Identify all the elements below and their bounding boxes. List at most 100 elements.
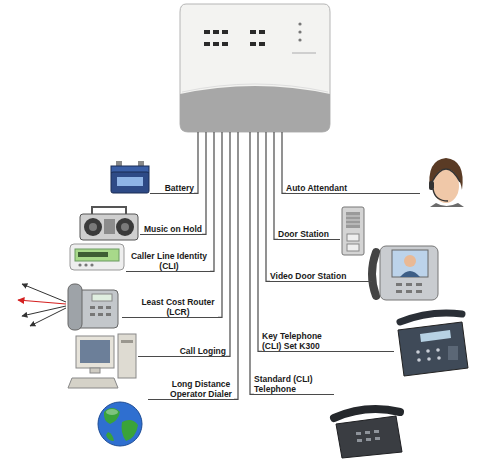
operator-face	[433, 169, 459, 203]
connector-wire	[202, 132, 206, 234]
device-node: Door Station	[278, 205, 368, 257]
standard-phone-key	[357, 439, 362, 442]
radio-cassette	[104, 219, 115, 234]
connector-wire	[210, 132, 214, 271]
pbx-led	[222, 42, 228, 46]
device-node: Caller Line Identity (CLI)	[68, 238, 210, 274]
device-label: Auto Attendant	[286, 183, 420, 194]
device-node: Video Door Station	[270, 240, 442, 304]
standard-phone-key	[365, 431, 370, 434]
video-phone-key	[396, 283, 402, 286]
door-station-illustration	[342, 207, 364, 255]
connector-wire	[274, 132, 278, 239]
video-phone-key	[406, 283, 412, 286]
cli-button	[78, 263, 81, 266]
battery-sticker	[117, 177, 143, 186]
pbx-trim	[292, 52, 316, 54]
door-button	[347, 234, 359, 241]
radio-speaker	[84, 218, 102, 236]
key-phone-body	[398, 322, 468, 376]
cli-button	[84, 263, 87, 266]
computer-tower	[118, 334, 136, 378]
operator-earpiece	[429, 181, 434, 190]
pbx-edge	[182, 84, 328, 92]
operator-headband	[432, 169, 460, 182]
pbx-indicator	[298, 30, 301, 33]
phone-key	[106, 306, 111, 309]
connector-wire	[226, 132, 230, 356]
key-phone-key	[417, 358, 421, 362]
lcr-illustration	[18, 284, 118, 330]
device-label: Least Cost Router (LCR)	[122, 297, 218, 318]
standard-phone-key	[375, 437, 380, 440]
pbx-indicator	[298, 22, 301, 25]
standard-phone-illustration	[334, 409, 402, 458]
connector-wire	[234, 132, 238, 399]
video-phone-body	[380, 246, 438, 300]
key-telephone-illustration	[398, 313, 468, 376]
phone-key	[98, 306, 103, 309]
globe-land	[106, 432, 114, 441]
cli-display-illustration	[70, 244, 124, 270]
radio-speaker-cone	[89, 223, 97, 231]
pbx-led	[250, 42, 256, 46]
phone-key	[98, 313, 103, 316]
pbx-led	[213, 30, 219, 34]
standard-phone-key	[374, 430, 379, 433]
cli-screen	[75, 249, 119, 261]
video-phone-handset	[372, 252, 376, 296]
phone-key	[90, 306, 95, 309]
radio-body	[80, 214, 138, 240]
door-panel	[342, 207, 364, 255]
key-phone-buttons	[448, 346, 458, 360]
key-phone-display	[420, 330, 451, 342]
video-phone-key	[406, 290, 412, 293]
key-phone-key	[416, 350, 420, 354]
battery-body	[111, 172, 149, 193]
key-phone-key	[437, 356, 441, 360]
operator-illustration	[429, 158, 464, 207]
standard-phone-key	[356, 432, 361, 435]
door-grille-slot	[346, 224, 360, 225]
globe-land	[104, 408, 120, 424]
video-phone-figure	[400, 271, 420, 277]
key-phone-key	[426, 349, 430, 353]
device-label: Battery	[150, 183, 194, 194]
key-phone-key	[436, 348, 440, 352]
video-phone-key	[416, 290, 422, 293]
device-node: Battery	[108, 158, 194, 196]
computer-screen	[80, 340, 110, 363]
device-node: Least Cost Router (LCR)	[12, 280, 218, 332]
cli-button	[90, 263, 93, 266]
globe-illustration	[98, 402, 142, 446]
video-phone-key	[396, 290, 402, 293]
radio-illustration	[80, 207, 138, 240]
route-arrow	[18, 300, 66, 304]
cli-body	[70, 244, 124, 270]
device-label: Long Distance Operator Dialer	[148, 379, 234, 400]
globe-highlight	[106, 409, 118, 415]
connector-wire	[258, 132, 262, 351]
device-node: Music on Hold	[78, 205, 202, 245]
phone-handset	[68, 284, 82, 330]
door-grille-slot	[346, 216, 360, 217]
cli-digits	[78, 252, 108, 257]
video-phone-screen	[392, 250, 428, 277]
door-grille	[346, 212, 360, 228]
computer-keyboard	[68, 378, 118, 388]
door-grille-slot	[346, 220, 360, 221]
device-label: Key Telephone (CLI) Set K300	[262, 331, 394, 352]
computer-stand	[90, 368, 100, 373]
operator-microphone	[433, 189, 448, 201]
connector-wire	[266, 132, 270, 281]
pbx-led	[204, 42, 210, 46]
phone-key	[106, 313, 111, 316]
pbx-base	[180, 86, 330, 132]
pbx-case	[180, 4, 330, 132]
pbx-unit	[178, 0, 332, 132]
device-label: Caller Line Identity (CLI)	[126, 251, 210, 272]
device-label: Music on Hold	[140, 224, 202, 235]
